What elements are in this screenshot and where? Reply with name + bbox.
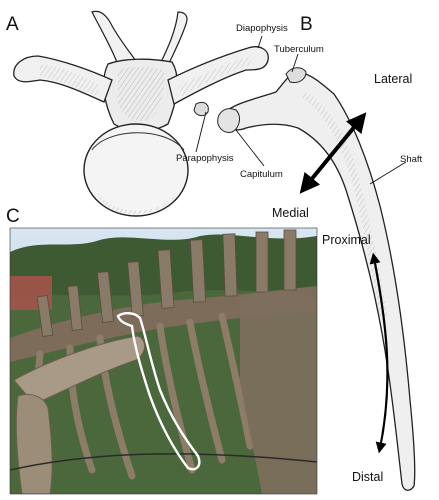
process-shading-right <box>178 56 252 96</box>
photo-leg <box>15 394 53 494</box>
panel-letter-b: B <box>300 14 313 35</box>
centrum-rim <box>91 132 185 151</box>
label-tuberculum: Tuberculum <box>274 44 324 55</box>
leader-parapophysis <box>195 111 207 153</box>
leader-shaft <box>369 161 407 185</box>
proximal-distal-arrow <box>369 252 389 454</box>
arch-shading <box>118 67 165 122</box>
centrum <box>83 123 189 217</box>
photo-border <box>9 227 318 495</box>
label-distal: Distal <box>352 470 383 484</box>
leader-capitulum <box>235 129 265 167</box>
label-shaft: Shaft <box>400 154 423 165</box>
vertebra-drawing <box>13 10 269 217</box>
centrum-shading <box>96 190 176 215</box>
highlighted-rib-outline <box>116 312 201 471</box>
label-capitulum: Capitulum <box>240 169 283 180</box>
label-lateral: Lateral <box>374 72 412 86</box>
neural-spine-right <box>159 11 188 72</box>
label-proximal: Proximal <box>322 233 371 247</box>
process-shading-left <box>40 64 100 96</box>
photo-scapula <box>13 335 145 405</box>
photo-hind <box>240 290 317 494</box>
parapophysis-knob <box>193 101 209 117</box>
label-parapophysis: Parapophysis <box>176 153 234 164</box>
label-diapophysis: Diapophysis <box>236 23 288 34</box>
neural-spine-left <box>91 10 139 71</box>
lateral-medial-arrow <box>299 112 367 194</box>
tuberculum-knob <box>285 67 307 83</box>
capitulum-head <box>217 108 240 133</box>
leader-diapophysis <box>257 35 263 49</box>
panel-letter-c: C <box>6 206 20 227</box>
leader-tuberculum <box>291 53 299 73</box>
skeleton-photo <box>10 228 317 494</box>
panel-letter-a: A <box>6 14 19 35</box>
label-medial: Medial <box>272 206 309 220</box>
